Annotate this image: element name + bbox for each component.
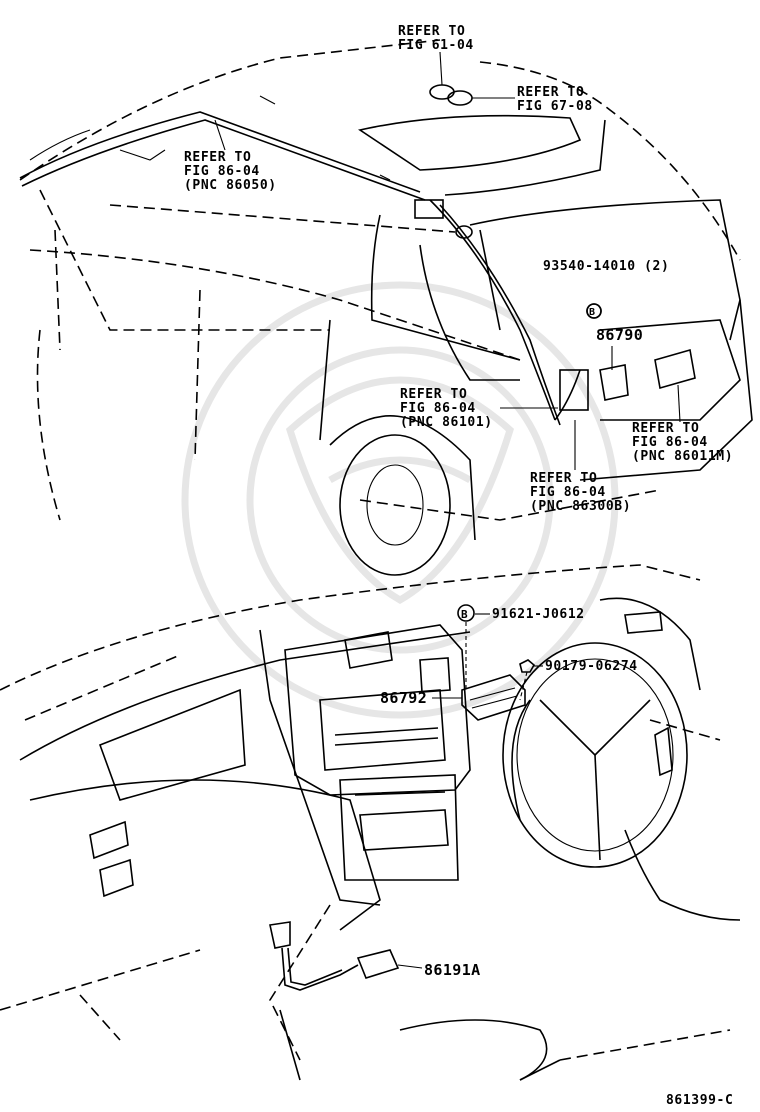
part-86191a-label: 86191A <box>424 961 481 979</box>
callout-fig-61-04-line1: REFER TO <box>398 24 465 39</box>
part-93540-label: 93540-14010 (2) <box>543 259 669 274</box>
callout-86300b-line2: FIG 86-04 <box>530 485 606 500</box>
callout-fig-86-04-pnc-86300b: REFER TO FIG 86-04 (PNC 86300B) <box>530 420 631 514</box>
part-90179-label: 90179-06274 <box>545 659 638 674</box>
callout-fig-67-08: REFER TO FIG 67-08 <box>472 85 593 114</box>
callout-86300b-line1: REFER TO <box>530 471 597 486</box>
part-91621-label: 91621-J0612 <box>492 607 585 622</box>
callout-fig-86-04-pnc-86050: REFER TO FIG 86-04 (PNC 86050) <box>184 119 277 193</box>
callout-86011m-line3: (PNC 86011M) <box>632 449 733 464</box>
callout-86101-line3: (PNC 86101) <box>400 415 493 430</box>
callout-86011m-line1: REFER TO <box>632 421 699 436</box>
diagram-id: 861399-C <box>666 1093 733 1108</box>
callout-fig-61-04-line2: FIG 61-04 <box>398 38 474 53</box>
part-86790-label: 86790 <box>596 326 643 344</box>
callout-86300b-line3: (PNC 86300B) <box>530 499 631 514</box>
callout-86101-line2: FIG 86-04 <box>400 401 476 416</box>
callout-part-93540: 93540-14010 (2) <box>543 259 669 274</box>
callout-fig-61-04: REFER TO FIG 61-04 <box>398 24 474 86</box>
callout-part-86191a: 86191A <box>397 961 481 979</box>
watermark-emblem <box>181 281 619 719</box>
callout-86101-line1: REFER TO <box>400 387 467 402</box>
bolt-marker-top: B <box>586 303 602 319</box>
callout-fig-86-04-pnc-86101: REFER TO FIG 86-04 (PNC 86101) <box>400 387 558 430</box>
callout-part-86792: 86792 <box>380 689 462 707</box>
callout-86050-line3: (PNC 86050) <box>184 178 277 193</box>
callout-86011m-line2: FIG 86-04 <box>632 435 708 450</box>
callout-86050-line1: REFER TO <box>184 150 251 165</box>
callout-part-90179: 90179-06274 <box>519 659 638 701</box>
bolt-marker-top-letter: B <box>589 307 596 318</box>
callout-fig-86-04-pnc-86011m: REFER TO FIG 86-04 (PNC 86011M) <box>632 384 733 464</box>
callout-part-91621: 91621-J0612 <box>475 607 585 622</box>
callout-fig-67-08-line2: FIG 67-08 <box>517 99 593 114</box>
callout-fig-67-08-line1: REFER TO <box>517 85 584 100</box>
dashboard-outline <box>0 564 741 1081</box>
vehicle-body-outline <box>19 39 753 576</box>
part-86792-label: 86792 <box>380 689 427 707</box>
bolt-marker-bottom-letter: B <box>461 608 468 621</box>
callout-part-86790: 86790 <box>596 326 643 370</box>
callout-86050-line2: FIG 86-04 <box>184 164 260 179</box>
bolt-marker-bottom: B <box>457 604 475 690</box>
